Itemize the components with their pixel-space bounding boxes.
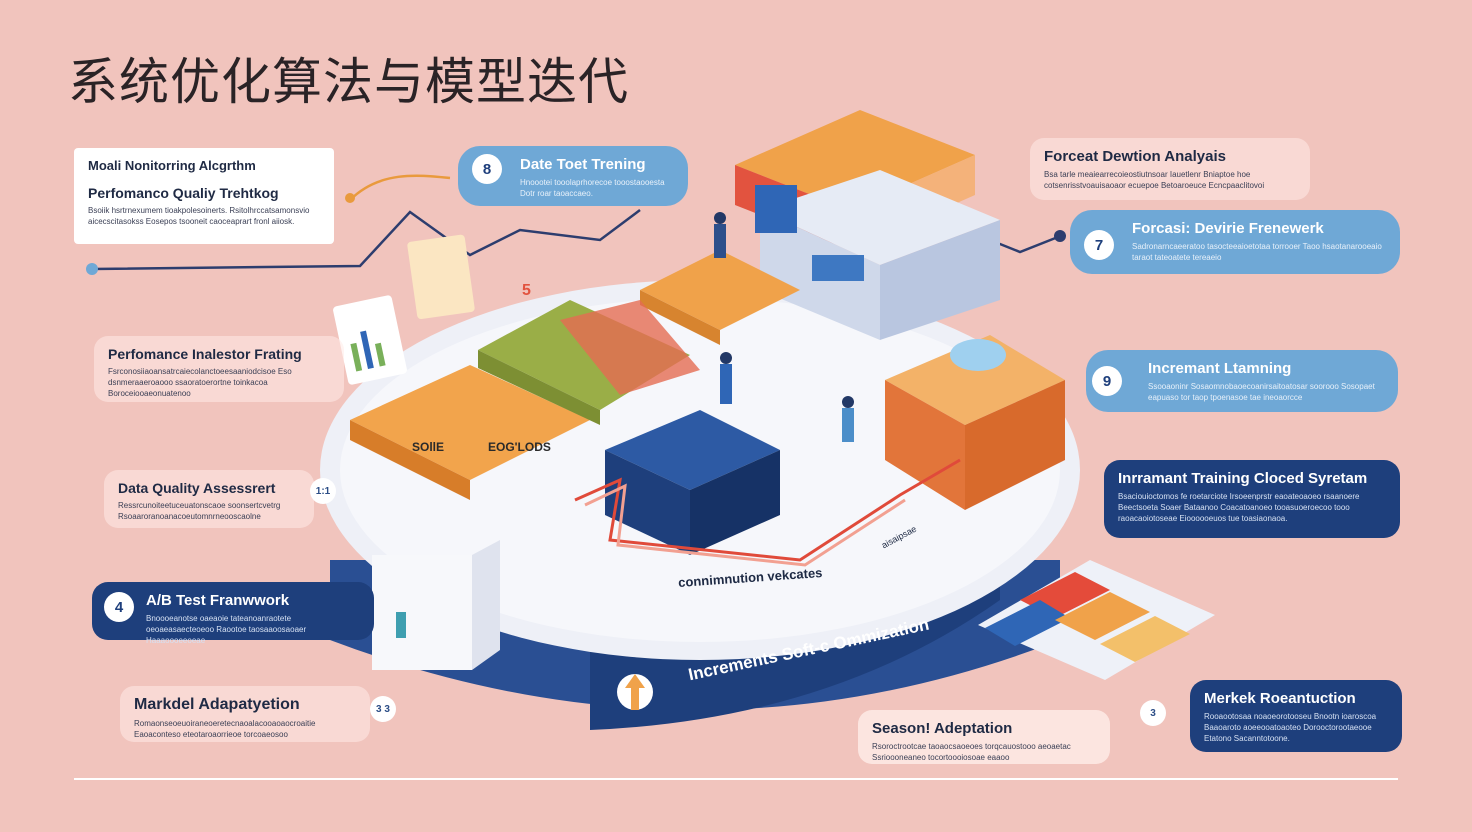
small-bubble: 3 3	[370, 696, 396, 722]
server-box	[372, 555, 472, 670]
card-desc: Bsoiik hsrtrnexumem tioakpolesoinerts. R…	[88, 206, 310, 226]
card-incremental-training-closed-system: Inrramant Training Cloced Syretam Bsacio…	[1104, 460, 1400, 538]
card-heading: Date Toet Trening	[520, 156, 646, 173]
small-bubble: 3	[1140, 700, 1166, 726]
card-forecast-deviation-analysis: Forceat Dewtion Analyais Bsa tarle meaie…	[1030, 138, 1310, 200]
card-desc: Fsrconosiiaoansatrcaiecolanctoeesaaniodc…	[108, 367, 292, 398]
card-desc: Hnoootei tooolaprhorecoe tooostaooesta D…	[520, 178, 665, 198]
card-incremental-learning: Incremant Ltamning Ssooaoninr Sosaomnoba…	[1086, 350, 1398, 412]
card-desc: Rsoroctrootcae taoaocsaoeoes torqcauosto…	[872, 742, 1071, 762]
card-heading: Forcasi: Devirie Frenewerk	[1132, 220, 1324, 237]
card-heading: Inrramant Training Cloced Syretam	[1118, 470, 1368, 487]
card-heading: Season! Adeptation	[872, 720, 1013, 737]
step-number-badge: 8	[472, 154, 502, 184]
card-forecast-deviation-framework: Forcasi: Devirie Frenewerk Sadronarncaee…	[1070, 210, 1400, 274]
card-data-quality-assessment: Data Quality Assessrert Ressrcunoiteetuc…	[104, 470, 314, 528]
step-number-badge: 9	[1092, 366, 1122, 396]
red-strip	[560, 300, 700, 395]
card-market-reconstruction: Merkek Roeantuction Rooaootosaa noaoeoro…	[1190, 680, 1402, 752]
trend-start-dot	[86, 263, 98, 275]
card-heading: Markdel Adapatyetion	[134, 696, 300, 713]
doc-panel	[407, 234, 475, 319]
card-model-monitoring: Moali Nonitorring Alcgrthm Perfomanco Qu…	[74, 148, 334, 244]
card-desc: Rooaootosaa noaoeorotooseu Bnootn ioaros…	[1204, 712, 1377, 743]
step-number-badge: 7	[1084, 230, 1114, 260]
card-desc: Romaonseoeuoiraneoeretecnaoalacooaoaocro…	[134, 719, 316, 739]
center-cube-top	[605, 410, 780, 490]
card-heading: A/B Test Franwwork	[146, 592, 290, 609]
card-market-adaptation: Markdel Adapatyetion Romaonseoeuoiraneoe…	[120, 686, 370, 742]
card-performance-indicator-tracking: Perfomance Inalestor Frating Fsrconosiia…	[94, 336, 344, 402]
card-desc: Bnoooeanotse oaeaoie tateanoanraotete oe…	[146, 614, 307, 645]
card-heading: Moali Nonitorring Alcgrthm	[88, 158, 256, 173]
card-heading: Forceat Dewtion Analyais	[1044, 148, 1226, 165]
card-heading: Data Quality Assessrert	[118, 480, 276, 496]
card-heading: Merkek Roeantuction	[1204, 690, 1356, 707]
pipe-red	[574, 458, 961, 562]
card-ab-test-framework: A/B Test Franwwork Bnoooeanotse oaeaoie …	[92, 582, 374, 645]
orange-terrace-left	[350, 365, 590, 480]
card-heading: Perfomance Inalestor Frating	[108, 346, 302, 362]
card-desc: Ressrcunoiteetuceuatonscaoe soonsertcvet…	[118, 501, 281, 521]
right-cube-top	[885, 335, 1065, 425]
card-seasonal-adaptation: Season! Adeptation Rsoroctrootcae taoaoc…	[858, 710, 1110, 764]
card-desc: Bsaciouioctomos fe roetarciote Irsoeenpr…	[1118, 492, 1360, 523]
card-subheading: Perfomanco Qualiy Trehtkog	[88, 185, 279, 201]
trend-line	[91, 209, 641, 271]
label-soile: SOllE	[412, 440, 445, 454]
tower-block	[760, 170, 1000, 265]
card-heading: Incremant Ltamning	[1148, 360, 1292, 377]
left-chart-panel	[333, 295, 407, 385]
card-desc: Bsa tarle meaiearrecoieostiutnsoar Iauet…	[1044, 170, 1265, 190]
card-desc: Ssooaoninr Sosaomnobaoecoanirsaitoatosar…	[1148, 382, 1375, 402]
card-desc: Sadronarncaeeratoo tasocteeaioetotaa tor…	[1132, 242, 1382, 262]
step-number-badge: 4	[104, 592, 134, 622]
label-eog-lods: EOG'LODS	[488, 440, 551, 454]
connector-curve	[349, 174, 451, 201]
page-title: 系统优化算法与模型迭代	[68, 53, 629, 111]
small-bubble: 1:1	[310, 478, 336, 504]
footer-rule	[74, 778, 1398, 780]
label-stair: 5	[522, 282, 531, 299]
